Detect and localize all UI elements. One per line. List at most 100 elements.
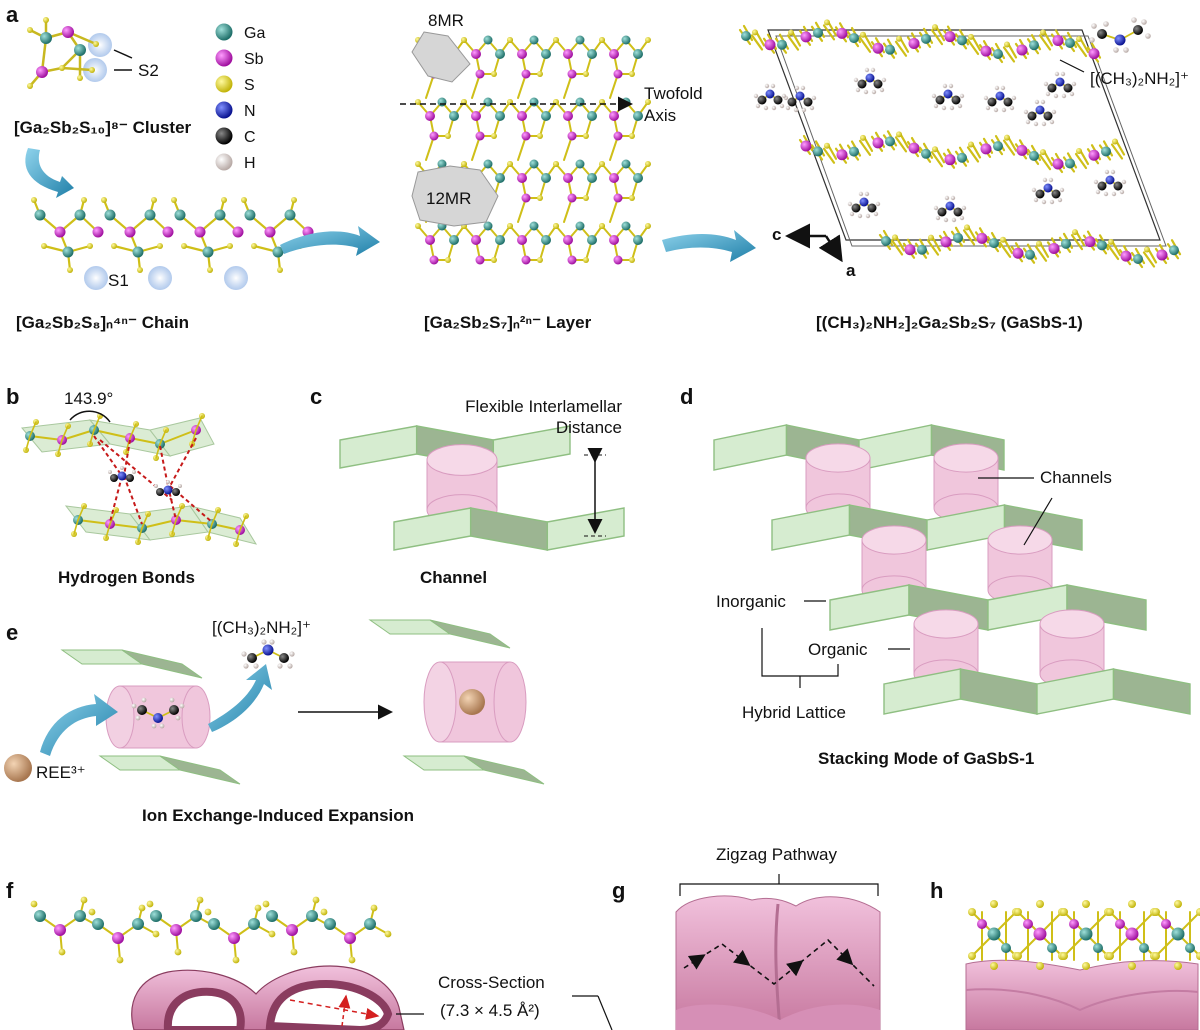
h-atom	[933, 205, 939, 211]
h-atom	[879, 87, 885, 93]
ga-atom	[272, 246, 284, 258]
s-atom	[896, 35, 902, 42]
ga-atom	[104, 209, 116, 221]
ga-atom	[587, 111, 597, 121]
bond	[159, 429, 167, 445]
sb-atom	[1069, 919, 1079, 929]
s-atom	[583, 133, 589, 139]
legend-ga-swatch	[215, 23, 233, 41]
bond	[1038, 154, 1052, 171]
s2-highlight-top	[88, 33, 112, 57]
h-atom	[1089, 37, 1095, 43]
s-atom	[157, 243, 163, 249]
cross-section-structure	[30, 896, 405, 1030]
sb-atom	[800, 31, 812, 43]
bond	[105, 523, 111, 539]
c-atom	[110, 474, 118, 482]
ga-atom	[1029, 40, 1039, 51]
sb-atom	[976, 232, 988, 244]
h-atom	[178, 484, 182, 488]
bond	[890, 239, 904, 256]
s-atom	[537, 133, 543, 139]
s-atom	[583, 71, 589, 77]
sb-atom	[475, 69, 485, 79]
s-atom	[1128, 900, 1136, 908]
channel-surface	[675, 895, 881, 1030]
h-atom	[855, 87, 861, 93]
s-atom	[221, 197, 227, 203]
ga-atom	[1065, 37, 1075, 48]
sb-atom	[980, 143, 992, 155]
bond	[109, 523, 143, 529]
n-atom	[1035, 105, 1045, 115]
channel-caption: Channel	[420, 568, 487, 587]
bond	[207, 523, 213, 539]
channel-cylinder-top	[861, 525, 927, 555]
sb-atom	[977, 919, 987, 929]
channel-cylinder-top	[805, 443, 871, 473]
h-atom	[950, 195, 956, 201]
bond	[77, 505, 85, 521]
h-atom	[169, 697, 175, 703]
ga-atom	[813, 146, 823, 157]
ga-atom	[777, 39, 787, 50]
unit-cell-outline-back	[775, 35, 1167, 247]
h-atom	[154, 484, 158, 488]
channel-cylinder-top	[426, 444, 498, 476]
h-atom	[755, 103, 761, 109]
sb-atom	[872, 42, 884, 54]
s-atom	[968, 141, 974, 148]
n-atom	[795, 91, 805, 101]
bond	[1002, 139, 1016, 156]
h-atom	[1141, 19, 1147, 25]
s-atom	[137, 267, 143, 273]
ion-exchange-schematic	[40, 619, 545, 785]
zigzag-surface	[675, 895, 881, 1030]
s-atom	[507, 223, 513, 229]
panel-letter-b: b	[6, 384, 19, 409]
legend-sb-swatch	[215, 49, 233, 67]
inorganic-layer	[393, 507, 472, 551]
ga-atom	[881, 236, 891, 246]
s-atom	[31, 197, 37, 203]
s-atom	[629, 195, 635, 201]
h-atom	[881, 77, 887, 83]
ga-atom	[190, 910, 202, 922]
h-atom	[858, 191, 864, 197]
ga-atom	[132, 246, 144, 258]
bond	[159, 429, 197, 445]
legend-s-label: S	[244, 77, 255, 94]
s-atom	[1106, 908, 1114, 916]
hbond-caption: Hydrogen Bonds	[58, 568, 195, 587]
panel-letter-h: h	[930, 878, 943, 903]
s-atom	[101, 197, 107, 203]
h-atom	[175, 715, 181, 721]
sb-atom	[563, 173, 573, 183]
sb-atom	[1016, 44, 1028, 56]
sb-atom	[609, 111, 619, 121]
ga-atom	[957, 35, 967, 46]
cross-value: (7.3 × 4.5 Å²)	[440, 1001, 540, 1020]
h-atom	[957, 103, 963, 109]
bond	[1034, 245, 1048, 262]
h-atom	[179, 703, 185, 709]
sb-atom	[471, 235, 481, 245]
s-atom	[583, 195, 589, 201]
sb-atom	[54, 924, 66, 936]
flat-layer	[121, 649, 203, 679]
ga-atom	[1139, 943, 1149, 953]
s-atom	[968, 908, 976, 916]
s-atom	[1112, 138, 1118, 145]
c-atom	[773, 95, 783, 105]
pathway-label: Zigzag Pathway	[716, 845, 837, 864]
zigzag-arrowhead	[732, 949, 751, 966]
ree-ball-icon	[4, 754, 32, 782]
s-atom	[1000, 236, 1006, 243]
bond	[171, 519, 177, 535]
s-atom	[415, 223, 421, 229]
h-atom	[1033, 197, 1039, 203]
sb-atom	[517, 49, 527, 59]
c-atom	[857, 79, 867, 89]
bond	[930, 151, 944, 168]
c-atom	[169, 705, 179, 715]
